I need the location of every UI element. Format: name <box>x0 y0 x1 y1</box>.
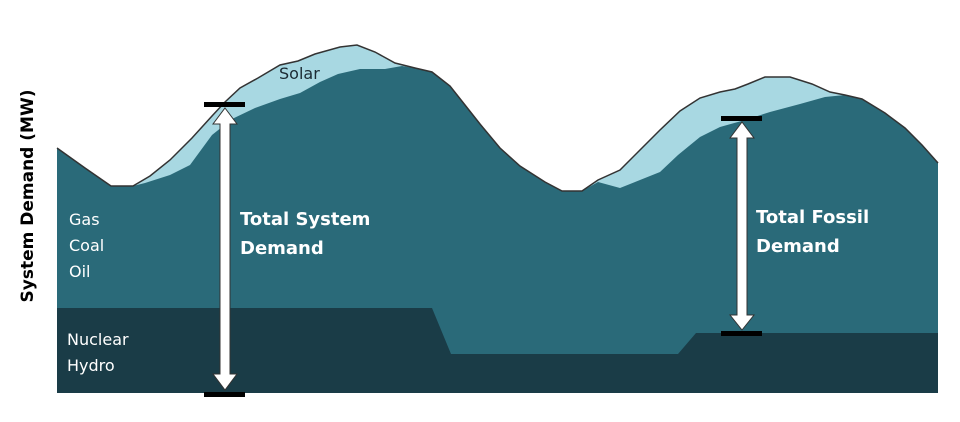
total-system-demand-line2: Demand <box>240 238 324 259</box>
total-system-demand-label: Total System Demand <box>240 205 370 263</box>
bottom-bar-marker <box>721 331 762 336</box>
fossil-sources-labels: Gas Coal Oil <box>69 207 104 285</box>
total-system-demand-arrow <box>204 102 245 397</box>
coal-label: Coal <box>69 236 105 255</box>
y-axis-label: System Demand (MW) <box>18 89 38 303</box>
baseload-layer <box>57 308 938 393</box>
baseload-sources-labels: Nuclear Hydro <box>67 327 129 379</box>
nuclear-label: Nuclear <box>67 330 129 349</box>
top-bar-marker <box>204 102 245 107</box>
solar-label: Solar <box>279 64 320 83</box>
total-fossil-demand-line2: Demand <box>756 236 840 257</box>
hydro-label: Hydro <box>67 356 115 375</box>
top-bar-marker <box>721 116 762 121</box>
total-fossil-demand-arrow <box>721 116 762 336</box>
total-system-demand-line1: Total System <box>240 209 371 230</box>
total-fossil-demand-label: Total Fossil Demand <box>756 203 869 261</box>
oil-label: Oil <box>69 262 91 281</box>
total-fossil-demand-line1: Total Fossil <box>756 207 870 228</box>
bottom-bar-marker <box>204 392 245 397</box>
gas-label: Gas <box>69 210 100 229</box>
